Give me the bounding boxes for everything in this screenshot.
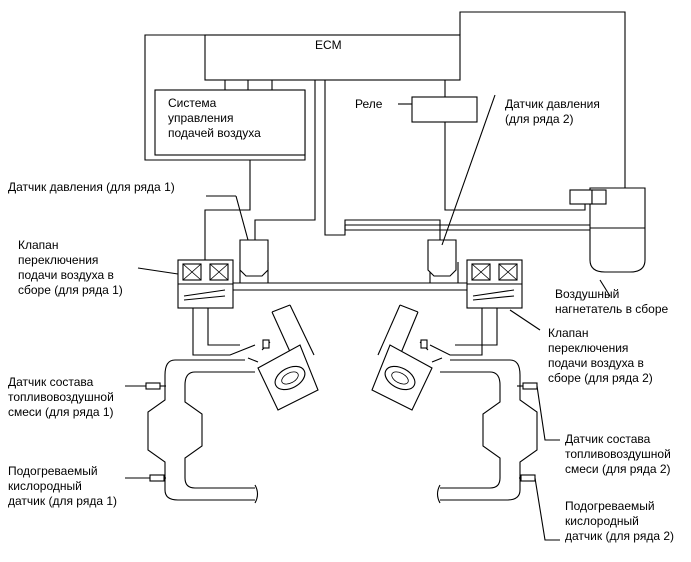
relay-to-pump-wire [444, 122, 586, 211]
air-pump-label: Воздушный нагнетатель в сборе [555, 287, 669, 316]
af-sensor-bank2-label: Датчик состава топливовоздушной смеси (д… [565, 432, 674, 476]
wire-to-pressure-sensor-bank1 [254, 80, 316, 240]
relay: Реле [355, 80, 586, 211]
air-pump-body [589, 187, 646, 273]
relay-label: Реле [355, 97, 383, 111]
air-control-system-label: Система управления подачей воздуха [168, 96, 261, 140]
engine-cylinder-bank2 [371, 304, 443, 411]
af-sensor-bank2 [517, 382, 560, 441]
air-pump-assembly [569, 187, 646, 297]
air-switching-valve-bank2 [466, 259, 541, 331]
o2-sensor-bank2 [519, 474, 560, 541]
exhaust-pipe-bank2-outer [440, 359, 538, 501]
air-switching-valve-bank1 [137, 259, 234, 312]
exhaust-pipe-bank1-inner [184, 371, 255, 489]
ecm-box [204, 34, 461, 81]
pressure-sensor-bank1 [206, 195, 269, 277]
air-control-system-box [154, 89, 306, 156]
pressure-sensor-bank1-label: Датчик давления (для ряда 1) [8, 180, 175, 194]
af-sensor-bank1 [125, 382, 166, 390]
exhaust-pipe-bank1-outer [147, 359, 255, 501]
wire-to-air-valve-bank1 [204, 160, 251, 260]
o2-sensor-bank1 [125, 474, 166, 482]
engine-cylinder-bank1 [247, 304, 319, 411]
air-injection-pipe-bank1 [192, 312, 256, 356]
air-valve-bank1-label: Клапан переключения подачи воздуха в сбо… [18, 238, 123, 297]
af-sensor-bank1-label: Датчик состава топливовоздушной смеси (д… [8, 375, 117, 419]
o2-sensor-bank1-label: Подогреваемый кислородный датчик (для ря… [8, 464, 117, 508]
pump-motor-connector [569, 189, 593, 205]
ecm-label: ECM [315, 38, 342, 52]
air-control-system: Система управления подачей воздуха [154, 80, 306, 156]
o2-sensor-bank2-label: Подогреваемый кислородный датчик (для ря… [565, 499, 674, 543]
pressure-sensor-bank2 [427, 94, 496, 277]
ecm-block: ECM [144, 11, 626, 190]
pressure-sensor-bank2-label: Датчик давления (для ряда 2) [505, 97, 603, 126]
air-injection-pipe-bank2 [429, 312, 483, 356]
air-pipes [230, 224, 590, 291]
air-valve-bank2-label: Клапан переключения подачи воздуха в сбо… [548, 326, 653, 385]
exhaust-pipe-bank2-inner [440, 371, 501, 489]
relay-box [411, 96, 478, 123]
ecm-right-wire-loop [459, 11, 626, 190]
